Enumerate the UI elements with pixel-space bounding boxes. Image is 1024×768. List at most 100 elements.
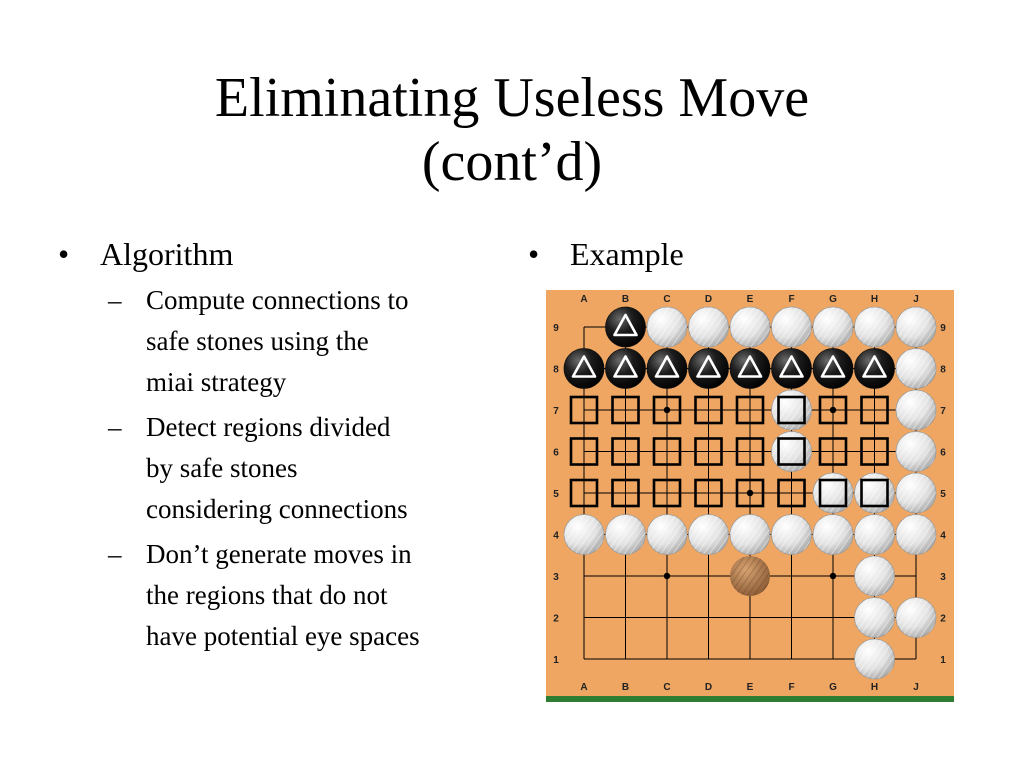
row-label-right: 8 [940, 365, 946, 376]
white-stone [895, 389, 937, 431]
column-label-bottom: G [829, 682, 837, 693]
column-label-top: C [663, 294, 670, 305]
row-label-left: 8 [553, 365, 559, 376]
row-label-left: 2 [553, 614, 559, 625]
star-point [829, 406, 837, 414]
row-label-left: 6 [553, 448, 559, 459]
example-bullet: • Example [528, 232, 968, 276]
white-stone [854, 306, 895, 348]
row-label-left: 1 [553, 655, 559, 666]
black-stone [688, 348, 729, 389]
triangle-marker [862, 355, 887, 378]
slide-title: Eliminating Useless Move (cont’d) [0, 66, 1024, 194]
white-stone [812, 306, 854, 348]
white-stone [895, 348, 937, 389]
square-marker [860, 395, 889, 425]
triangle-marker [696, 355, 721, 378]
white-stone [854, 597, 895, 638]
white-stone [646, 514, 688, 555]
square-marker [569, 478, 599, 508]
column-label-bottom: J [913, 682, 919, 693]
black-stone [605, 306, 646, 348]
white-stone [605, 514, 646, 555]
bullet-glyph: • [58, 236, 70, 272]
white-stone [771, 306, 812, 348]
algorithm-heading: Algorithm [100, 236, 234, 272]
white-stone [854, 514, 895, 555]
triangle-marker [779, 355, 804, 378]
square-marker [694, 395, 723, 425]
column-label-bottom: A [580, 682, 587, 693]
white-stone [895, 597, 937, 638]
square-marker [611, 437, 640, 466]
black-stone [854, 348, 895, 389]
step-1: – Compute connections to safe stones usi… [108, 280, 508, 403]
dash-glyph: – [108, 412, 122, 442]
white-stone [688, 514, 729, 555]
white-stone [729, 514, 771, 555]
column-label-top: E [747, 294, 754, 305]
square-marker [777, 478, 806, 508]
white-stone [895, 306, 937, 348]
triangle-marker [737, 355, 763, 378]
white-stone [771, 389, 812, 431]
example-heading: Example [570, 236, 684, 272]
star-point [829, 572, 837, 580]
triangle-marker [613, 313, 638, 337]
white-stone [895, 514, 937, 555]
black-stone [729, 348, 771, 389]
square-marker [652, 478, 682, 508]
square-marker [569, 395, 599, 425]
black-stone [605, 348, 646, 389]
white-stone [646, 306, 688, 348]
title-line-2: (cont’d) [421, 131, 603, 193]
step-1-line-3: miai strategy [146, 367, 287, 397]
row-label-right: 5 [940, 489, 946, 500]
triangle-marker [820, 355, 846, 378]
white-stone [854, 638, 895, 680]
board-bottom-bar [546, 696, 954, 702]
row-label-left: 7 [553, 406, 559, 417]
column-label-bottom: H [871, 682, 878, 693]
square-marker-on-stone [777, 437, 806, 466]
shaded-stone [730, 556, 770, 596]
square-marker [694, 478, 723, 508]
title-line-1: Eliminating Useless Move [214, 67, 810, 129]
black-stone [563, 348, 605, 389]
column-label-top: G [829, 294, 837, 305]
algorithm-steps: – Compute connections to safe stones usi… [58, 280, 508, 657]
black-stone [646, 348, 688, 389]
white-stone [771, 431, 812, 472]
step-1-line-2: safe stones using the [146, 326, 369, 356]
square-marker [860, 437, 889, 466]
square-marker [818, 395, 848, 425]
row-label-left: 3 [553, 572, 559, 583]
column-label-top: H [871, 294, 878, 305]
row-label-left: 9 [553, 323, 559, 334]
step-2-line-3: considering connections [146, 494, 408, 524]
row-label-right: 4 [940, 531, 946, 542]
column-label-top: A [580, 294, 587, 305]
column-label-top: F [788, 294, 794, 305]
square-marker [735, 395, 765, 425]
white-stone [812, 514, 854, 555]
white-stone [895, 431, 937, 472]
square-marker [735, 478, 765, 508]
star-point [663, 572, 671, 580]
step-3: – Don’t generate moves in the regions th… [108, 534, 508, 657]
square-marker [652, 395, 682, 425]
row-label-left: 4 [553, 531, 559, 542]
dash-glyph: – [108, 539, 122, 569]
step-3-line-3: have potential eye spaces [146, 621, 420, 651]
step-2-line-1: Detect regions divided [146, 412, 391, 442]
white-stone [812, 472, 854, 514]
step-1-line-1: Compute connections to [146, 285, 409, 315]
white-stone [854, 472, 895, 514]
triangle-marker [613, 355, 638, 378]
square-marker [569, 437, 599, 466]
square-marker [611, 395, 640, 425]
white-stone [895, 472, 937, 514]
square-marker-on-stone [818, 478, 848, 508]
row-label-right: 9 [940, 323, 946, 334]
